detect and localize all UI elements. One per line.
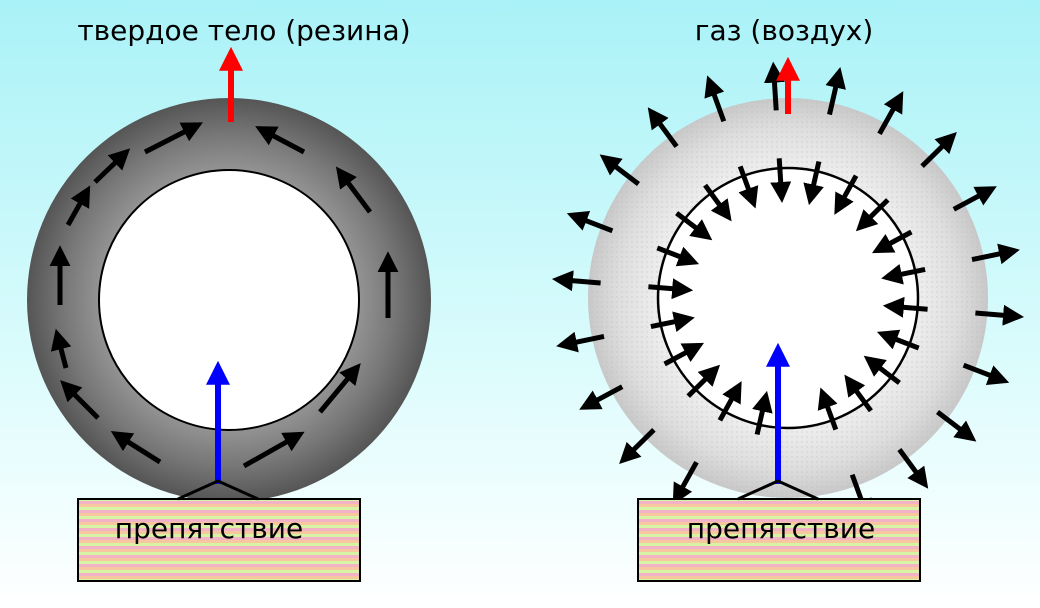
pressure-arrow — [663, 342, 705, 367]
solid-obstacle-label: препятствие — [115, 512, 303, 545]
gas-obstacle: препятствие — [637, 479, 921, 582]
pressure-arrow — [825, 67, 846, 116]
stress-arrow — [60, 380, 100, 420]
pressure-arrow — [672, 460, 699, 505]
solid-stress-arrows — [49, 122, 399, 469]
pressure-arrow — [686, 364, 721, 398]
pressure-arrow — [737, 165, 759, 209]
pressure-arrow — [952, 186, 997, 212]
pressure-arrow — [656, 245, 700, 267]
obstacle-bump — [177, 479, 259, 501]
solid-panel: твердое тело (резина) препятствие — [27, 14, 431, 582]
pressure-arrow — [579, 384, 624, 410]
pressure-arrow — [844, 374, 873, 413]
pressure-arrow — [971, 243, 1020, 265]
pressure-arrow — [877, 91, 904, 136]
pressure-arrow — [704, 75, 727, 123]
pressure-arrow — [817, 387, 839, 431]
stress-arrow — [318, 363, 361, 414]
pressure-arrow — [717, 381, 742, 422]
pressure-arrow — [871, 229, 913, 254]
solid-obstacle: препятствие — [77, 479, 361, 582]
pressure-arrow — [770, 158, 792, 203]
pressure-arrow — [599, 154, 641, 186]
stress-arrow — [143, 122, 203, 155]
gas-title: газ (воздух) — [695, 14, 874, 47]
stress-arrow — [110, 431, 162, 465]
solid-title: твердое тело (резина) — [77, 14, 410, 47]
pressure-arrow — [566, 211, 614, 234]
stress-arrow — [335, 166, 372, 214]
obstacle-block — [77, 498, 361, 582]
pressure-arrow — [975, 304, 1025, 326]
tire-hole — [98, 169, 360, 431]
pressure-arrow — [834, 174, 859, 215]
obstacle-bump — [737, 479, 819, 501]
stress-arrow — [242, 431, 305, 469]
gas-panel: газ (воздух) препятствие — [551, 14, 1025, 582]
stress-arrow — [93, 148, 131, 184]
pressure-arrow — [920, 132, 957, 168]
stress-arrow — [50, 328, 72, 369]
gas-pressure-arrows — [551, 61, 1025, 521]
pressure-arrow — [803, 160, 824, 206]
pressure-arrow — [935, 410, 977, 442]
pressure-arrow — [703, 183, 732, 222]
pressure-arrow — [675, 211, 713, 241]
pressure-arrow — [551, 270, 601, 292]
stress-arrow — [65, 185, 91, 227]
pressure-arrow — [962, 362, 1010, 385]
pressure-arrow — [897, 448, 929, 489]
gas-obstacle-label: препятствие — [687, 512, 875, 545]
pressure-arrow — [647, 107, 679, 148]
pressure-arrow — [619, 428, 656, 464]
gas-hole — [656, 166, 920, 430]
pressure-arrow — [876, 329, 920, 351]
pressure-arrow — [763, 61, 785, 111]
pressure-arrow — [650, 311, 695, 333]
pressure-arrow — [882, 296, 928, 318]
stress-arrow — [255, 126, 306, 155]
pressure-arrow — [855, 198, 890, 232]
pressure-arrow — [752, 390, 773, 436]
pressure-arrow — [863, 355, 901, 385]
pressure-arrow — [648, 278, 694, 300]
obstacle-block — [637, 498, 921, 582]
pressure-arrow — [881, 263, 926, 285]
pressure-arrow — [556, 331, 605, 353]
